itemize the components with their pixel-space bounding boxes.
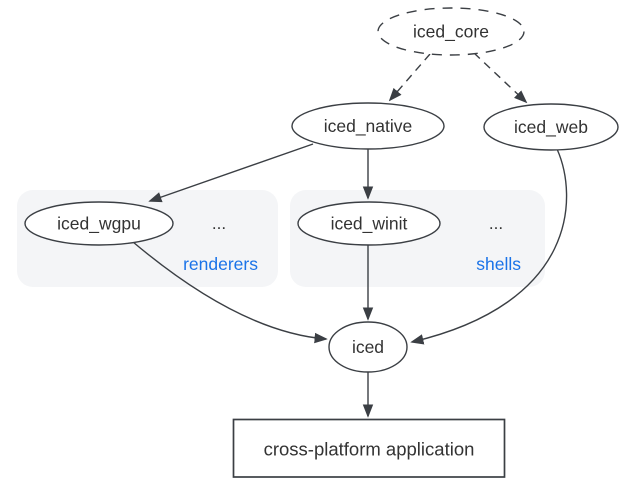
node-iced-web-label: iced_web xyxy=(514,117,588,138)
node-cross-platform-application xyxy=(232,418,506,478)
node-iced-web xyxy=(483,103,619,151)
node-cross-platform-application-label: cross-platform application xyxy=(264,438,475,459)
edge-iced_native-to-iced_wgpu xyxy=(150,143,314,201)
node-iced-native xyxy=(291,102,445,150)
node-iced-wgpu xyxy=(24,201,174,246)
node-iced xyxy=(328,321,408,373)
renderers-ellipsis: ... xyxy=(212,214,226,233)
shells-caption: shells xyxy=(476,254,521,274)
node-iced-core xyxy=(377,7,525,56)
edge-iced_wgpu-to-iced xyxy=(132,241,326,339)
node-iced-winit-label: iced_winit xyxy=(331,214,408,235)
node-iced-label: iced xyxy=(352,337,384,357)
renderers-caption: renderers xyxy=(183,254,258,274)
shells-ellipsis: ... xyxy=(489,214,503,233)
edge-iced_web-to-iced xyxy=(412,148,568,342)
node-iced-core-label: iced_core xyxy=(413,22,489,43)
node-iced-winit xyxy=(297,201,441,246)
node-iced-native-label: iced_native xyxy=(324,116,413,137)
edge-iced_core-to-iced_web xyxy=(473,52,526,102)
node-iced-wgpu-label: iced_wgpu xyxy=(57,214,141,235)
edge-iced_core-to-iced_native xyxy=(390,53,431,100)
